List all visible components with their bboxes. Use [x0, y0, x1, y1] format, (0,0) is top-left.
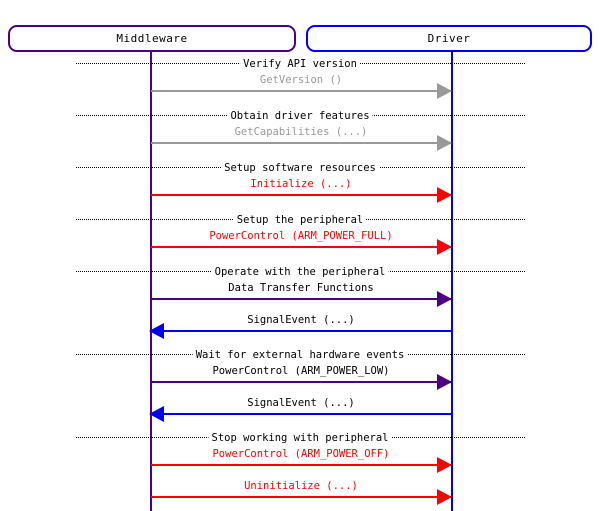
- message-arrow: Initialize (...): [0, 178, 600, 203]
- message-label: GetCapabilities (...): [234, 126, 368, 138]
- message-label: PowerControl (ARM_POWER_OFF): [212, 448, 390, 460]
- message-label: GetVersion (): [259, 74, 343, 86]
- message-line: [151, 464, 451, 466]
- message-arrow: GetCapabilities (...): [0, 126, 600, 151]
- message-arrow: PowerControl (ARM_POWER_FULL): [0, 230, 600, 255]
- message-line: [151, 381, 451, 383]
- actor-label-driver: Driver: [427, 32, 471, 45]
- message-label: Uninitialize (...): [244, 480, 358, 492]
- group-caption: Wait for external hardware events: [192, 349, 408, 361]
- message-label: Data Transfer Functions: [228, 282, 374, 294]
- arrowhead-right-icon: [437, 374, 452, 390]
- actor-box-middleware[interactable]: Middleware: [8, 25, 296, 52]
- message-line: [151, 496, 451, 498]
- message-arrow: Uninitialize (...): [0, 480, 600, 505]
- arrowhead-left-icon: [149, 406, 164, 422]
- message-line: [151, 413, 451, 415]
- arrowhead-right-icon: [437, 135, 452, 151]
- message-arrow: SignalEvent (...): [0, 314, 600, 339]
- message-label: SignalEvent (...): [247, 314, 355, 326]
- message-arrow: GetVersion (): [0, 74, 600, 99]
- message-line: [151, 194, 451, 196]
- message-line: [151, 330, 451, 332]
- actor-label-middleware: Middleware: [116, 32, 188, 45]
- lifeline-driver: [451, 51, 453, 511]
- message-line: [151, 142, 451, 144]
- message-label: SignalEvent (...): [247, 397, 355, 409]
- message-line: [151, 90, 451, 92]
- message-label: Initialize (...): [250, 178, 352, 190]
- message-arrow: PowerControl (ARM_POWER_OFF): [0, 448, 600, 473]
- message-arrow: SignalEvent (...): [0, 397, 600, 422]
- group-caption: Setup the peripheral: [233, 214, 367, 226]
- message-line: [151, 298, 451, 300]
- actor-box-driver[interactable]: Driver: [306, 25, 592, 52]
- group-caption: Obtain driver features: [227, 110, 373, 122]
- message-label: PowerControl (ARM_POWER_LOW): [212, 365, 390, 377]
- arrowhead-right-icon: [437, 187, 452, 203]
- arrowhead-right-icon: [437, 291, 452, 307]
- message-arrow: Data Transfer Functions: [0, 282, 600, 307]
- message-line: [151, 246, 451, 248]
- group-caption: Verify API version: [240, 58, 360, 70]
- group-caption: Stop working with peripheral: [208, 432, 392, 444]
- message-label: PowerControl (ARM_POWER_FULL): [209, 230, 393, 242]
- group-caption: Setup software resources: [221, 162, 379, 174]
- arrowhead-right-icon: [437, 489, 452, 505]
- message-arrow: PowerControl (ARM_POWER_LOW): [0, 365, 600, 390]
- arrowhead-right-icon: [437, 457, 452, 473]
- group-caption: Operate with the peripheral: [211, 266, 389, 278]
- arrowhead-right-icon: [437, 83, 452, 99]
- arrowhead-left-icon: [149, 323, 164, 339]
- lifeline-middleware: [150, 51, 152, 511]
- arrowhead-right-icon: [437, 239, 452, 255]
